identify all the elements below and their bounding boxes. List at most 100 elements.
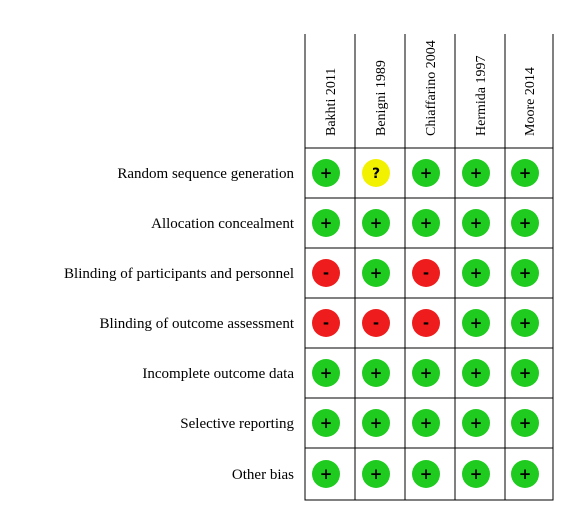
- judgement-high-circle: [362, 309, 390, 337]
- judgement-cell-low: +: [462, 159, 490, 187]
- judgement-high-circle: [312, 259, 340, 287]
- judgement-low-symbol: +: [320, 364, 333, 382]
- judgement-low-circle: [462, 460, 490, 488]
- judgement-low-symbol: +: [370, 214, 383, 232]
- domain-label-allocation-concealment: Allocation concealment: [151, 216, 295, 232]
- judgement-low-symbol: +: [320, 414, 333, 432]
- judgement-low-circle: [462, 159, 490, 187]
- judgement-cell-low: +: [462, 259, 490, 287]
- judgement-low-circle: [511, 209, 539, 237]
- judgement-low-symbol: +: [470, 214, 483, 232]
- judgement-cell-low: +: [312, 209, 340, 237]
- judgement-cell-low: +: [462, 359, 490, 387]
- judgement-low-symbol: +: [470, 264, 483, 282]
- judgement-cell-low: +: [312, 409, 340, 437]
- judgement-low-symbol: +: [420, 364, 433, 382]
- judgement-low-circle: [412, 409, 440, 437]
- judgement-high-circle: [312, 309, 340, 337]
- judgement-high-symbol: -: [423, 314, 429, 332]
- judgement-cell-low: +: [312, 159, 340, 187]
- judgement-cell-low: +: [511, 359, 539, 387]
- judgement-low-symbol: +: [420, 164, 433, 182]
- judgement-low-symbol: +: [420, 414, 433, 432]
- judgement-low-symbol: +: [519, 414, 532, 432]
- judgement-low-circle: [362, 209, 390, 237]
- judgement-low-symbol: +: [519, 364, 532, 382]
- judgement-low-circle: [412, 359, 440, 387]
- domain-label-selective-reporting: Selective reporting: [180, 416, 294, 432]
- judgement-cell-low: +: [362, 209, 390, 237]
- judgement-low-symbol: +: [370, 364, 383, 382]
- judgement-low-symbol: +: [519, 264, 532, 282]
- judgement-high-symbol: -: [323, 314, 329, 332]
- judgement-low-circle: [362, 460, 390, 488]
- domain-label-blinding-of-outcome-assessment: Blinding of outcome assessment: [99, 316, 294, 332]
- study-label-benigni-1989: Benigni 1989: [374, 60, 389, 136]
- judgement-cell-high: -: [412, 259, 440, 287]
- judgement-cell-low: +: [462, 309, 490, 337]
- judgement-cell-low: +: [362, 359, 390, 387]
- study-labels: Bakhti 2011 Benigni 1989 Chiaffarino 2004 H…: [324, 40, 538, 136]
- study-label-chiaffarino-2004: Chiaffarino 2004: [424, 40, 439, 136]
- grid: [304, 34, 554, 501]
- judgement-cell-low: +: [412, 209, 440, 237]
- judgement-low-circle: [312, 209, 340, 237]
- judgement-low-circle: [511, 309, 539, 337]
- judgement-low-circle: [362, 259, 390, 287]
- judgement-low-symbol: +: [320, 214, 333, 232]
- study-label-hermida-1997: Hermida 1997: [474, 56, 489, 136]
- judgement-cell-unclear: ?: [362, 159, 390, 187]
- judgement-unclear-circle: [362, 159, 390, 187]
- judgement-cell-low: +: [462, 409, 490, 437]
- judgement-cell-low: +: [511, 259, 539, 287]
- judgement-low-symbol: +: [320, 164, 333, 182]
- judgement-low-circle: [462, 409, 490, 437]
- judgement-cell-low: +: [412, 159, 440, 187]
- judgement-cell-low: +: [511, 409, 539, 437]
- study-label-bakhti-2011: Bakhti 2011: [324, 68, 339, 136]
- judgement-cell-low: +: [412, 409, 440, 437]
- judgement-cells: +?++++++++-+-++---+++++++++++++++++: [312, 159, 539, 488]
- judgement-low-circle: [362, 359, 390, 387]
- judgement-cell-low: +: [362, 409, 390, 437]
- judgement-cell-low: +: [511, 159, 539, 187]
- judgement-unclear-symbol: ?: [372, 166, 380, 182]
- judgement-low-circle: [412, 209, 440, 237]
- judgement-low-symbol: +: [519, 465, 532, 483]
- judgement-low-circle: [511, 359, 539, 387]
- judgement-low-circle: [462, 259, 490, 287]
- judgement-low-circle: [511, 460, 539, 488]
- judgement-low-circle: [462, 209, 490, 237]
- judgement-low-circle: [511, 159, 539, 187]
- judgement-cell-low: +: [362, 460, 390, 488]
- domain-label-incomplete-outcome-data: Incomplete outcome data: [142, 366, 294, 382]
- domain-label-blinding-of-participants-and-personnel: Blinding of participants and personnel: [64, 266, 294, 282]
- judgement-cell-high: -: [412, 309, 440, 337]
- judgement-low-circle: [412, 460, 440, 488]
- domain-label-random-sequence-generation: Random sequence generation: [117, 166, 294, 182]
- judgement-low-symbol: +: [519, 164, 532, 182]
- judgement-low-symbol: +: [370, 465, 383, 483]
- judgement-cell-low: +: [412, 359, 440, 387]
- judgement-low-symbol: +: [470, 314, 483, 332]
- judgement-cell-low: +: [511, 460, 539, 488]
- judgement-low-symbol: +: [420, 214, 433, 232]
- judgement-low-symbol: +: [320, 465, 333, 483]
- judgement-cell-low: +: [511, 309, 539, 337]
- judgement-cell-low: +: [412, 460, 440, 488]
- study-label-moore-2014: Moore 2014: [523, 67, 538, 136]
- judgement-low-circle: [312, 159, 340, 187]
- judgement-low-symbol: +: [470, 364, 483, 382]
- judgement-high-symbol: -: [323, 264, 329, 282]
- judgement-cell-low: +: [312, 359, 340, 387]
- judgement-cell-low: +: [462, 209, 490, 237]
- judgement-low-symbol: +: [420, 465, 433, 483]
- judgement-low-circle: [362, 409, 390, 437]
- judgement-high-circle: [412, 309, 440, 337]
- judgement-cell-high: -: [312, 309, 340, 337]
- judgement-cell-high: -: [362, 309, 390, 337]
- judgement-low-circle: [412, 159, 440, 187]
- judgement-cell-high: -: [312, 259, 340, 287]
- judgement-cell-low: +: [462, 460, 490, 488]
